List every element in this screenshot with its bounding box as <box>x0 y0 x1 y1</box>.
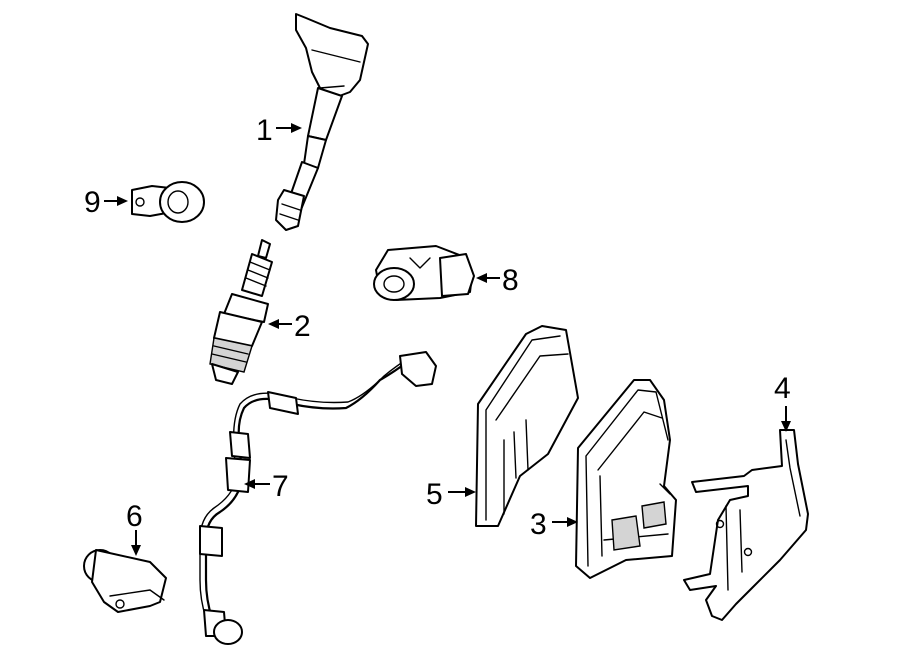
callout-7: 7 <box>244 470 289 503</box>
callout-6: 6 <box>126 500 143 556</box>
crankshaft-position-sensor[interactable] <box>373 245 475 301</box>
callout-label-3: 3 <box>530 508 547 541</box>
ignition-coil[interactable] <box>275 13 369 231</box>
callout-label-1: 1 <box>256 114 273 147</box>
callout-label-2: 2 <box>294 310 311 343</box>
callout-label-8: 8 <box>502 264 519 297</box>
spark-plug[interactable] <box>209 239 273 385</box>
callout-9: 9 <box>84 186 128 219</box>
callout-4: 4 <box>774 372 791 432</box>
callout-label-9: 9 <box>84 186 101 219</box>
oxygen-sensor-harness[interactable] <box>199 351 437 645</box>
engine-control-module[interactable] <box>575 379 677 579</box>
knock-sensor[interactable] <box>131 181 205 223</box>
callout-label-6: 6 <box>126 500 143 533</box>
callout-label-4: 4 <box>774 372 791 405</box>
mounting-bracket[interactable] <box>683 429 809 621</box>
callout-label-5: 5 <box>426 478 443 511</box>
camshaft-position-sensor[interactable] <box>83 549 167 613</box>
callout-1: 1 <box>256 114 302 147</box>
callout-3: 3 <box>530 508 578 541</box>
module-cover[interactable] <box>475 325 579 527</box>
callout-2: 2 <box>268 310 311 343</box>
callout-8: 8 <box>476 264 519 297</box>
callout-label-7: 7 <box>272 470 289 503</box>
callout-5: 5 <box>426 478 476 511</box>
